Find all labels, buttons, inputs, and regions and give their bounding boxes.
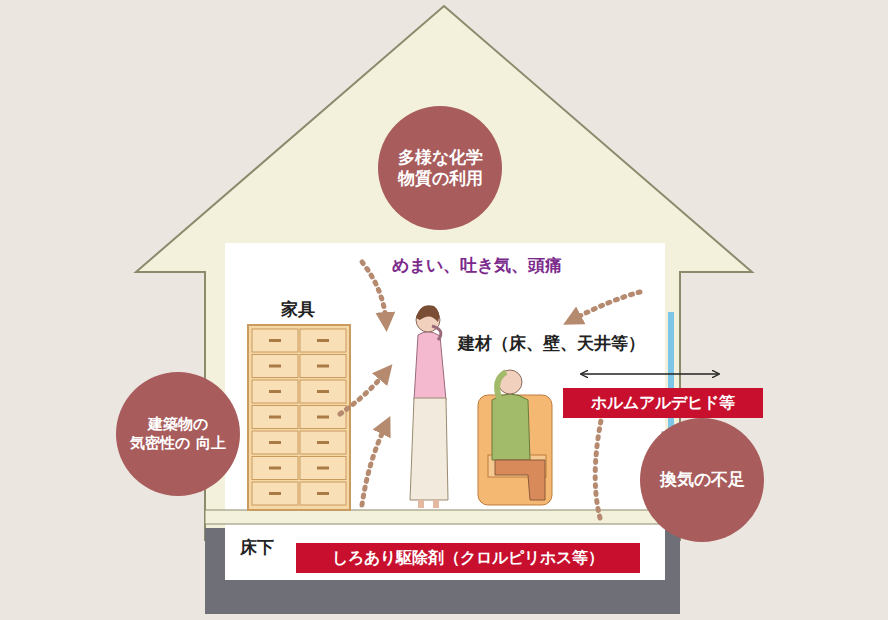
node-text: 換気の不足 [660,469,745,490]
node-text: しろあり駆除剤（クロルピリホス等） [332,548,604,568]
underfloor-label: 床下 [240,536,274,559]
substance-band: しろあり駆除剤（クロルピリホス等） [296,543,640,573]
topic-circle: 建築物の 気密性の 向上 [116,372,240,496]
topic-circle: 多様な化学 物質の利用 [378,106,502,230]
symptom-label: めまい、吐き気、頭痛 [392,254,562,277]
node-text: 多様な化学 物質の利用 [388,147,492,190]
substance-band: ホルムアルデヒド等 [563,388,763,418]
furniture-label: 家具 [281,298,315,321]
node-text: 建築物の 気密性の 向上 [128,415,228,453]
material-label: 建材（床、壁、天井等） [458,332,645,355]
man-figure [478,370,552,505]
node-text: ホルムアルデヒド等 [591,393,735,413]
dresser [248,325,350,510]
topic-circle: 換気の不足 [640,418,764,542]
woman-figure [410,305,448,508]
